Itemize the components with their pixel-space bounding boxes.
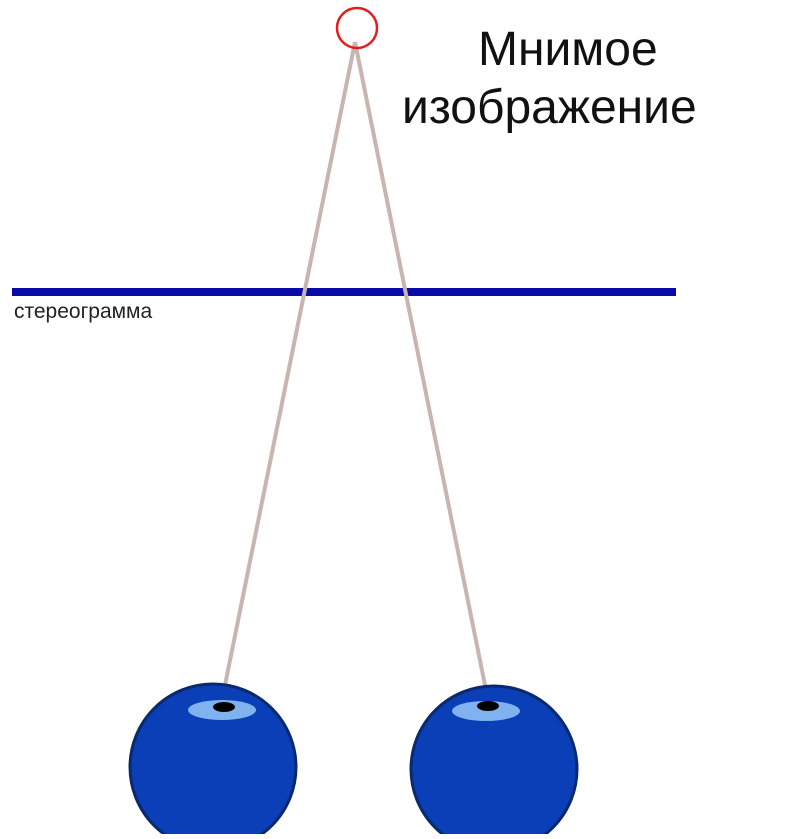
left-eye: [128, 682, 298, 839]
right-eye: [409, 684, 579, 839]
left-sight-line: [220, 41, 357, 701]
right-iris: [452, 701, 520, 721]
right-sight-line: [353, 41, 490, 701]
virtual-image-title-line-2: изображение: [402, 81, 697, 134]
virtual-image-point: [335, 6, 379, 50]
right-eyeball: [409, 684, 579, 839]
right-pupil: [477, 701, 499, 711]
virtual-image-title-line-1: Мнимое: [478, 23, 658, 76]
left-pupil: [213, 702, 235, 712]
stereogram-label: стереограмма: [14, 300, 153, 323]
left-eyeball: [128, 682, 298, 839]
